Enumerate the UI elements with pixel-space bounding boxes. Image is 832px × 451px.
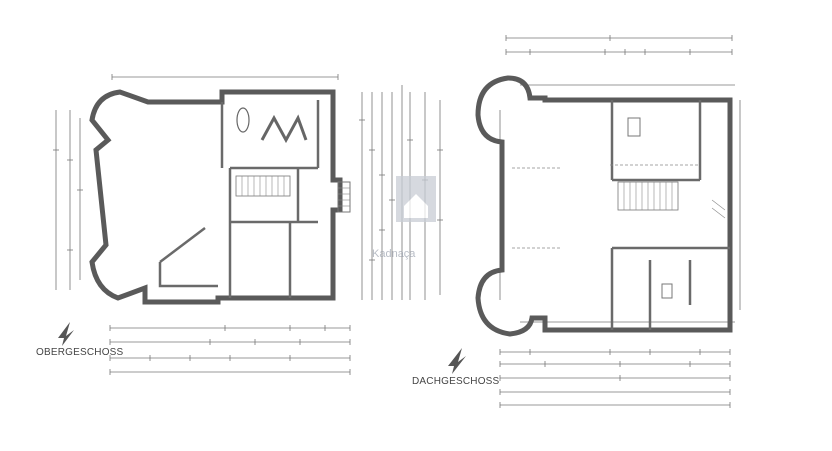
- bathroom-fixtures-right: [627, 117, 726, 299]
- right-dimensions: [359, 85, 403, 300]
- roof-lines: [512, 164, 700, 249]
- dachgeschoss-title: DACHGESCHOSS: [412, 376, 500, 387]
- top-dimensions: [111, 74, 339, 80]
- watermark: Kadnaça: [372, 176, 436, 260]
- top-dimensions-right: [505, 35, 733, 55]
- north-arrow-icon: [58, 322, 74, 346]
- dachgeschoss-plan: Kadnaça: [372, 35, 741, 408]
- bathroom-fixtures: [236, 107, 308, 144]
- obergeschoss-plan: OBERGESCHOSS: [36, 74, 403, 375]
- watermark-text: Kadnaça: [372, 248, 416, 260]
- bottom-dimensions: [109, 325, 351, 375]
- left-dimensions: [53, 110, 83, 290]
- obergeschoss-walls: [89, 89, 351, 305]
- stairs-right: [617, 181, 679, 211]
- stairs: [235, 175, 291, 197]
- dachgeschoss-walls: [475, 75, 733, 337]
- kniestock-lines: [499, 84, 741, 323]
- bottom-dimensions-right: [499, 349, 731, 408]
- balcony: [337, 181, 351, 213]
- north-arrow-icon: [448, 348, 466, 374]
- obergeschoss-title: OBERGESCHOSS: [36, 347, 124, 358]
